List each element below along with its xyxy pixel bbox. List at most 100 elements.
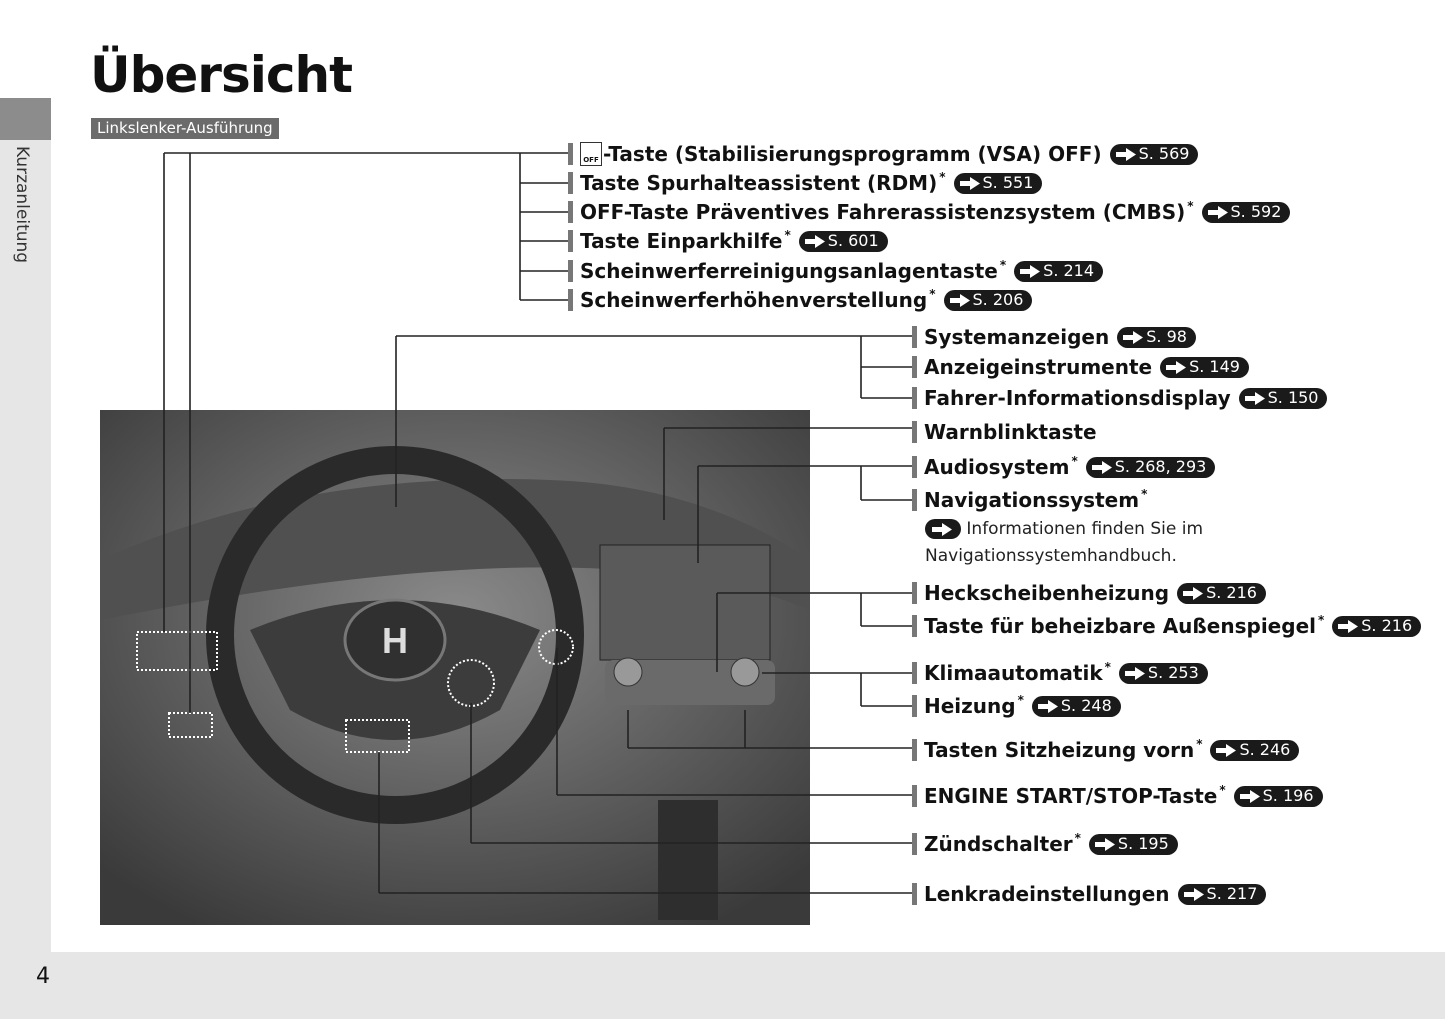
callout-label: Heckscheibenheizung: [924, 581, 1170, 605]
page-reference-link[interactable]: S. 569: [1109, 143, 1199, 165]
arrow-icon: [1020, 264, 1041, 278]
callout-marker: [568, 289, 573, 311]
page-reference-link[interactable]: S. 601: [798, 230, 888, 252]
callout-label: Zündschalter: [924, 832, 1073, 856]
callout-label: Navigationssystem: [924, 488, 1140, 512]
section-sidebar: [0, 140, 51, 952]
callout-item: OFF-Taste Präventives Fahrerassistenzsys…: [568, 199, 1291, 224]
optional-asterisk: *: [1071, 454, 1078, 468]
page-reference-link[interactable]: S. 214: [1014, 260, 1104, 282]
page-reference-link[interactable]: S. 253: [1118, 662, 1208, 684]
button-cluster-highlight: [136, 631, 218, 671]
page-reference-text: S. 206: [972, 290, 1024, 309]
page-reference-link[interactable]: S. 150: [1238, 387, 1328, 409]
section-tab-marker: [0, 98, 51, 140]
callout-label: Audiosystem: [924, 455, 1070, 479]
page-reference-link[interactable]: S. 216: [1177, 582, 1266, 604]
page-reference-text: S. 150: [1267, 388, 1319, 407]
callout-item: Taste für beheizbare Außenspiegel*S. 216: [912, 613, 1422, 638]
callout-label: ENGINE START/STOP-Taste: [924, 784, 1218, 808]
page-reference-link[interactable]: S. 246: [1210, 739, 1300, 761]
honda-logo: H: [382, 620, 408, 661]
page-reference-link[interactable]: S. 551: [953, 172, 1043, 194]
page-reference-link[interactable]: S. 216: [1332, 615, 1422, 637]
page-reference-link[interactable]: S. 592: [1201, 201, 1291, 223]
display-screen: [599, 544, 771, 661]
page-reference-text: S. 195: [1117, 834, 1169, 853]
page-reference-link[interactable]: S. 195: [1088, 833, 1178, 855]
callout-marker: [912, 695, 917, 717]
dashboard-image: H: [100, 410, 810, 925]
callout-marker: [912, 456, 917, 478]
page-reference-link[interactable]: S. 268, 293: [1085, 456, 1216, 478]
ignition-highlight: [447, 659, 495, 707]
callout-marker: [568, 201, 573, 223]
callout-item: ENGINE START/STOP-Taste* S. 196: [912, 783, 1323, 808]
page-reference-text: S. 248: [1060, 696, 1112, 715]
callout-label: Warnblinktaste: [924, 420, 1097, 444]
nav-note-line2: Navigationssystemhandbuch.: [925, 546, 1177, 566]
arrow-icon: [804, 234, 825, 248]
arrow-icon: [1239, 789, 1260, 803]
callout-marker: [912, 615, 917, 637]
arrow-icon: [959, 176, 980, 190]
page-reference-text: S. 217: [1206, 884, 1258, 903]
callout-marker: [912, 833, 917, 855]
callout-label: OFF-Taste Präventives Fahrerassistenzsys…: [580, 200, 1186, 224]
steering-wheel-rim: [206, 446, 584, 824]
callout-label: -Taste (Stabilisierungsprogramm (VSA) OF…: [603, 142, 1102, 166]
callout-marker: [912, 421, 917, 443]
callout-marker: [912, 785, 917, 807]
arrow-icon: [1183, 586, 1204, 600]
callout-marker: [568, 143, 573, 165]
callout-label: Klimaautomatik: [924, 661, 1103, 685]
arrow-icon: [1244, 391, 1265, 405]
optional-asterisk: *: [1141, 487, 1148, 501]
page-reference-text: S. 253: [1147, 663, 1199, 682]
page-number: 4: [36, 964, 50, 989]
callout-item: Taste Spurhalteassistent (RDM)*S. 551: [568, 170, 1043, 195]
callout-marker: [912, 387, 917, 409]
page-reference-link[interactable]: S. 196: [1233, 785, 1323, 807]
arrow-icon: [1123, 330, 1144, 344]
optional-asterisk: *: [999, 258, 1007, 272]
callout-marker: [912, 582, 917, 604]
callout-item: Tasten Sitzheizung vorn*S. 246: [912, 737, 1300, 762]
page-reference-link[interactable]: S. 248: [1031, 695, 1121, 717]
callout-item: Warnblinktaste: [912, 420, 1097, 444]
page-reference-link[interactable]: S. 206: [943, 289, 1033, 311]
steering-adjust-highlight: [345, 719, 410, 753]
nav-note-line1: Informationen finden Sie im: [966, 519, 1204, 539]
callout-label: Systemanzeigen: [924, 325, 1110, 349]
callout-marker: [912, 356, 917, 378]
arrow-icon: [1338, 619, 1359, 633]
callout-item: Systemanzeigen S. 98: [912, 325, 1196, 349]
optional-asterisk: *: [1219, 783, 1226, 797]
callout-item: Heizung*S. 248: [912, 693, 1121, 718]
callout-label: Scheinwerferhöhenverstellung: [580, 288, 928, 312]
callout-item: Klimaautomatik* S. 253: [912, 660, 1208, 685]
nav-ref-arrow-icon[interactable]: [925, 519, 961, 539]
callout-label: Taste Einparkhilfe: [580, 229, 783, 253]
page-reference-link[interactable]: S. 98: [1117, 326, 1196, 348]
gear-console: [658, 800, 718, 920]
page-reference-text: S. 149: [1189, 357, 1240, 376]
callout-item: Zündschalter*S. 195: [912, 831, 1178, 856]
page-reference-link[interactable]: S. 149: [1160, 356, 1249, 378]
optional-asterisk: *: [1017, 693, 1024, 707]
arrow-icon: [1091, 460, 1112, 474]
optional-asterisk: *: [1196, 737, 1203, 751]
optional-asterisk: *: [1104, 660, 1111, 674]
callout-item: Heckscheibenheizung S. 216: [912, 581, 1266, 605]
callout-item: Scheinwerferreinigungsanlagentaste*S. 21…: [568, 258, 1104, 283]
page-reference-link[interactable]: S. 217: [1177, 883, 1267, 905]
callout-marker: [912, 662, 917, 684]
page-reference-text: S. 216: [1206, 583, 1257, 602]
arrow-icon: [1207, 205, 1228, 219]
page-title: Übersicht: [90, 46, 353, 104]
arrow-icon: [1216, 743, 1237, 757]
callout-marker: [568, 172, 573, 194]
page-reference-text: S. 268, 293: [1114, 457, 1207, 476]
airbag: [343, 598, 447, 682]
